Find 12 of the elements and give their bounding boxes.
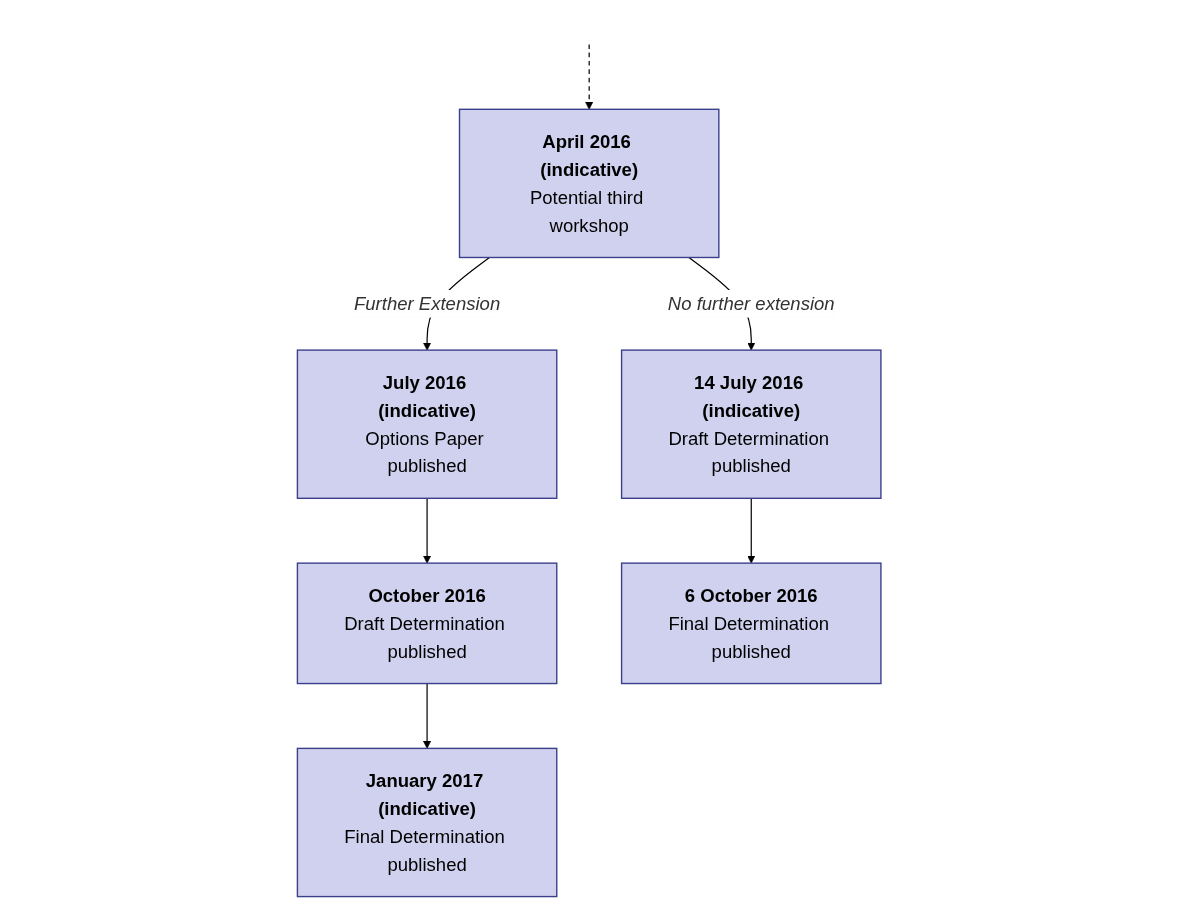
node-box <box>297 562 558 685</box>
arrow <box>423 497 432 564</box>
edge-label: No further extension <box>668 293 835 314</box>
node-box <box>297 349 558 499</box>
node-box <box>297 747 558 898</box>
arrow <box>747 497 756 564</box>
arrow <box>423 682 432 749</box>
node-box <box>621 562 882 685</box>
node-box <box>459 108 720 259</box>
node-box <box>621 349 882 499</box>
arrow <box>585 43 594 110</box>
edge-label: Further Extension <box>354 293 501 314</box>
